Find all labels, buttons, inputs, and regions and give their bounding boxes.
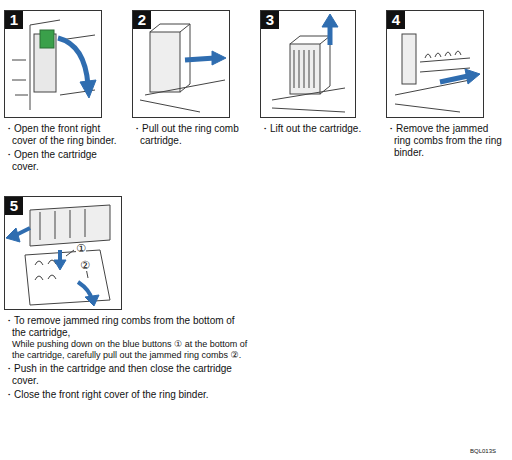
- figure-code: BQL013S: [470, 448, 496, 454]
- step-caption: ・Close the front right cover of the ring…: [4, 389, 248, 401]
- step-caption: ・Lift out the cartridge.: [260, 123, 370, 135]
- step-number: 4: [387, 11, 405, 29]
- step-caption: ・Push in the cartridge and then close th…: [4, 363, 248, 387]
- step-panel: 5 ・To remove jammed ring combs from the b…: [4, 196, 248, 401]
- step-panel: 3 ・Lift out the cartridge.: [260, 10, 370, 135]
- step-number: 3: [261, 11, 279, 29]
- step-frame: 2: [132, 10, 230, 118]
- step-panel: 4 ・Remove the jammed ring combs from the …: [386, 10, 504, 159]
- step-number: 1: [5, 11, 23, 29]
- step-frame: 5: [4, 196, 122, 310]
- step-panel: 1 ・Open the front right cover of the ring…: [4, 10, 118, 173]
- step-caption: ・To remove jammed ring combs from the bo…: [4, 315, 248, 339]
- step-number: 2: [133, 11, 151, 29]
- step-frame: 3: [260, 10, 356, 118]
- step-number: 5: [5, 197, 23, 215]
- step-caption: ・Open the cartridge cover.: [4, 149, 118, 173]
- step-panel: 2 ・Pull out the ring comb cartridge.: [132, 10, 242, 147]
- callout-number: ①: [76, 243, 86, 254]
- step-caption: ・Remove the jammed ring combs from the r…: [386, 123, 504, 159]
- step-frame: 4: [386, 10, 484, 118]
- step-caption: ・Open the front right cover of the ring …: [4, 123, 118, 147]
- step-frame: 1: [4, 10, 102, 118]
- step-caption: ・Pull out the ring comb cartridge.: [132, 123, 242, 147]
- callout-number: ②: [80, 260, 90, 271]
- step-caption: While pushing down on the blue buttons ①…: [4, 339, 248, 361]
